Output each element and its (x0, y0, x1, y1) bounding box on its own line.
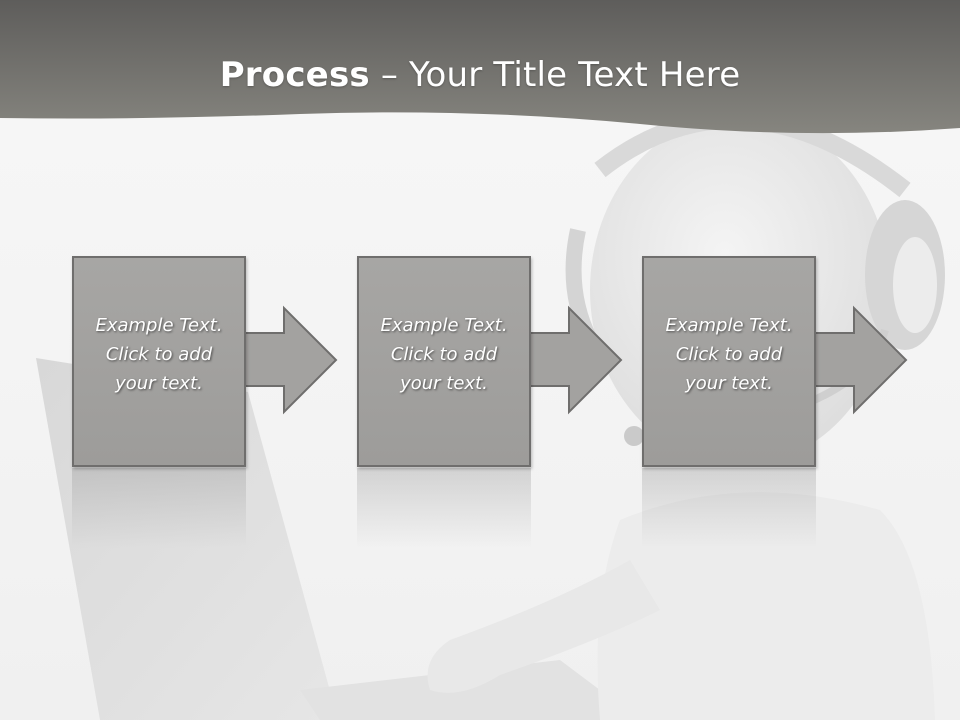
step-text[interactable]: Example Text. Click to add your text. (665, 315, 793, 394)
step-box (72, 256, 246, 467)
arrow-right-icon (241, 305, 338, 415)
step-2-reflection (357, 468, 531, 548)
step-box (642, 256, 816, 467)
process-step-3[interactable]: Example Text. Click to add your text. (642, 256, 818, 467)
title-rest: – Your Title Text Here (369, 55, 741, 95)
arrow-right-icon (526, 305, 623, 415)
process-step-2[interactable]: Example Text. Click to add your text. (357, 256, 533, 467)
laptop-base-shape (300, 660, 640, 720)
step-box (357, 256, 531, 467)
header-band (0, 0, 960, 134)
step-3-reflection (642, 468, 816, 548)
title-bold: Process (219, 55, 370, 95)
arrow-right-icon (811, 305, 908, 415)
arm-shape (427, 560, 660, 693)
step-text[interactable]: Example Text. Click to add your text. (380, 315, 508, 394)
step-1-reflection (72, 468, 246, 548)
slide-title[interactable]: Process – Your Title Text Here (0, 54, 960, 96)
body-shape (597, 492, 935, 720)
process-step-1[interactable]: Example Text. Click to add your text. (72, 256, 248, 467)
step-text[interactable]: Example Text. Click to add your text. (95, 315, 223, 394)
